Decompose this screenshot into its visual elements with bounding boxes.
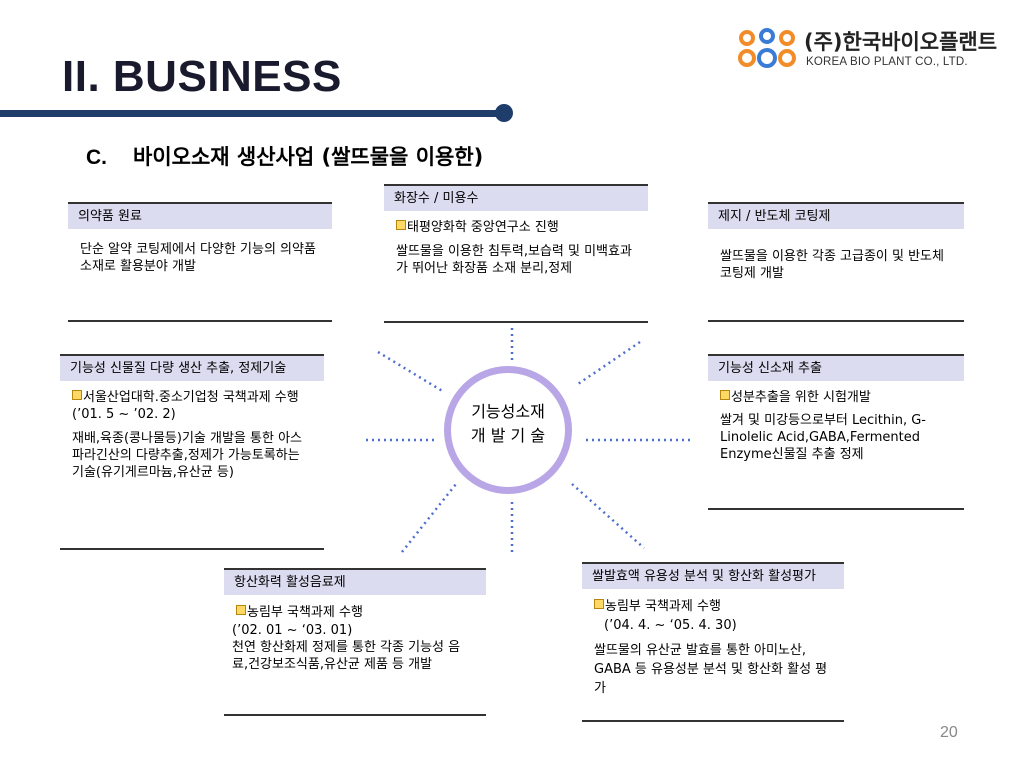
ray-bottom-right <box>571 483 645 549</box>
ray-top-right <box>577 340 641 386</box>
box-drink-bullet: 농림부 국책과제 수행 <box>247 605 363 620</box>
box-mass-bullet: 서울산업대학.중소기업청 국책과제 수행(’01. 5 ~ ’02. 2) <box>72 390 299 422</box>
center-label-line1: 기능성소재 <box>471 402 545 421</box>
box-ferment-header: 쌀발효액 유용성 분석 및 항산화 활성평가 <box>582 562 844 589</box>
box-ferment-bullet: 농림부 국책과제 수행 <box>605 599 721 614</box>
box-paper: 제지 / 반도체 코팅제 쌀뜨물을 이용한 각종 고급종이 및 반도체 코팅제 … <box>708 202 964 322</box>
company-logo-icon <box>738 28 796 68</box>
title-rule-dot <box>495 104 513 122</box>
box-ferment-bullet-row: 농림부 국책과제 수행 <box>582 589 844 615</box>
box-mass-rule <box>60 548 324 550</box>
bullet-icon <box>594 599 604 609</box>
box-cosmetic-header: 화장수 / 미용수 <box>384 184 648 211</box>
box-antioxidant-drink: 항산화력 활성음료제 농림부 국책과제 수행 (’02. 01 ~ ‘03. 0… <box>224 568 486 716</box>
center-label-line2: 개 발 기 술 <box>470 426 546 445</box>
box-ferment-body: 쌀뜨물의 유산균 발효를 통한 아미노산, GABA 등 유용성분 분석 및 항… <box>594 643 828 696</box>
box-mass-body: 재배,육종(콩나물등)기술 개발을 통한 아스파라긴산의 다량추출,정제가 가능… <box>72 431 302 480</box>
box-paper-rule <box>708 320 964 322</box>
box-mass-bullet-row: 서울산업대학.중소기업청 국책과제 수행(’01. 5 ~ ’02. 2) <box>60 381 324 423</box>
ray-top-left <box>377 350 445 394</box>
box-cosmetic: 화장수 / 미용수 태평양화학 중앙연구소 진행 쌀뜨물을 이용한 침투력,보습… <box>384 184 648 323</box>
box-newmat-rule <box>708 508 964 510</box>
box-rice-ferment: 쌀발효액 유용성 분석 및 항산화 활성평가 농림부 국책과제 수행 (’04.… <box>582 562 844 722</box>
title-rule <box>0 110 505 117</box>
box-paper-body: 쌀뜨물을 이용한 각종 고급종이 및 반도체 코팅제 개발 <box>720 249 944 281</box>
box-drink-period: (’02. 01 ~ ‘03. 01) <box>232 623 353 638</box>
box-ferment-period: (’04. 4. ~ ‘05. 4. 30) <box>604 618 737 633</box>
box-paper-header: 제지 / 반도체 코팅제 <box>708 202 964 229</box>
box-drink-bullet-row: 농림부 국책과제 수행 <box>224 595 486 621</box>
bullet-icon <box>396 220 406 230</box>
box-newmat-bullet: 성분추출을 위한 시험개발 <box>731 390 871 405</box>
box-drink-body: 천연 항산화제 정제를 통한 각종 기능성 음료,건강보조식품,유산균 제품 등… <box>232 640 461 672</box>
box-newmat-bullet-row: 성분추출을 위한 시험개발 <box>708 381 964 406</box>
box-cosmetic-body: 쌀뜨물을 이용한 침투력,보습력 및 미백효과가 뛰어난 화장품 소재 분리,정… <box>396 244 632 276</box>
section-heading-text: 바이오소재 생산사업 (쌀뜨물을 이용한) <box>133 145 484 169</box>
center-label: 기능성소재 개 발 기 술 <box>444 400 572 448</box>
box-mass-header: 기능성 신물질 다량 생산 추출, 정제기술 <box>60 354 324 381</box>
section-heading: C. 바이오소재 생산사업 (쌀뜨물을 이용한) <box>86 141 483 171</box>
box-mass-production: 기능성 신물질 다량 생산 추출, 정제기술 서울산업대학.중소기업청 국책과제… <box>60 354 324 550</box>
bullet-icon <box>236 605 246 615</box>
slide-title: II. BUSINESS <box>62 52 342 101</box>
bullet-icon <box>720 390 730 400</box>
box-pharma-rule <box>68 320 332 322</box>
box-pharma: 의약품 원료 단순 알약 코팅제에서 다양한 기능의 의약품 소재로 활용분야 … <box>68 202 332 322</box>
logo-english-name: KOREA BIO PLANT CO., LTD. <box>806 56 968 68</box>
box-newmat-header: 기능성 신소재 추출 <box>708 354 964 381</box>
box-drink-rule <box>224 714 486 716</box>
box-new-material: 기능성 신소재 추출 성분추출을 위한 시험개발 쌀겨 및 미강등으로부터 Le… <box>708 354 964 510</box>
box-pharma-body: 단순 알약 코팅제에서 다양한 기능의 의약품 소재로 활용분야 개발 <box>80 242 316 274</box>
section-letter: C. <box>86 146 107 169</box>
box-newmat-body: 쌀겨 및 미강등으로부터 Lecithin, G-Linolelic Acid,… <box>720 413 926 462</box>
box-cosmetic-bullet: 태평양화학 중앙연구소 진행 <box>407 220 559 235</box>
logo-korean-name: (주)한국바이오플랜트 <box>804 30 998 54</box>
ray-bottom-left <box>401 483 457 553</box>
center-circle <box>444 366 572 494</box>
page-number: 20 <box>940 724 958 741</box>
box-cosmetic-rule <box>384 321 648 323</box>
box-pharma-header: 의약품 원료 <box>68 202 332 229</box>
box-drink-header: 항산화력 활성음료제 <box>224 568 486 595</box>
box-cosmetic-bullet-row: 태평양화학 중앙연구소 진행 <box>384 211 648 236</box>
bullet-icon <box>72 390 82 400</box>
box-ferment-rule <box>582 720 844 722</box>
